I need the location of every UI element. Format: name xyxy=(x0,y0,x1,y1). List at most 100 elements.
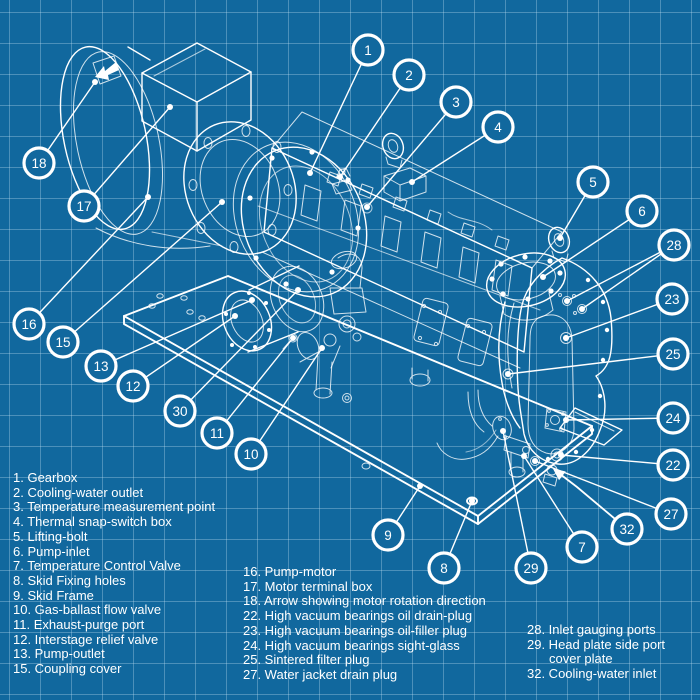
callout-16: 16 xyxy=(12,194,151,341)
callout-circle xyxy=(514,551,548,585)
callout-circle xyxy=(656,401,690,435)
callout-3: 3 xyxy=(364,85,473,210)
callout-7: 7 xyxy=(521,453,599,564)
callout-number: 11 xyxy=(210,426,224,441)
legend-item-12: 12. Interstage relief valve xyxy=(13,631,159,647)
callout-28: 28 xyxy=(564,228,691,312)
leader-dot xyxy=(409,179,415,185)
callout-9: 9 xyxy=(371,483,423,552)
callout-15: 15 xyxy=(46,199,225,359)
legend-item-11: 11. Exhaust-purge port xyxy=(13,617,145,633)
callout-circle xyxy=(116,369,150,403)
lifting-bolt-right xyxy=(547,226,571,263)
legend-item-29: 29. Head plate side port cover plate xyxy=(527,636,666,667)
exhaust-valve-cluster xyxy=(282,250,367,369)
leader-dot xyxy=(500,428,506,434)
leader-dot xyxy=(337,174,343,180)
callout-circle xyxy=(656,337,690,371)
under-body-supports xyxy=(313,355,493,433)
legend-item-25: 25. Sintered filter plug xyxy=(243,652,370,668)
lifting-bolt-left xyxy=(381,132,405,169)
callout-circle xyxy=(565,530,599,564)
inlet-gauging-ports xyxy=(558,293,587,315)
leader-dot xyxy=(249,297,255,303)
callout-circle xyxy=(351,33,385,67)
legend-item-9: 9. Skid Frame xyxy=(13,587,94,603)
callout-number: 15 xyxy=(55,335,70,350)
leader-dot xyxy=(167,104,173,110)
leader-dot xyxy=(290,335,296,341)
callout-circle xyxy=(439,85,473,119)
callout-number: 25 xyxy=(665,347,680,362)
callout-number: 4 xyxy=(494,120,502,135)
legend-item-16: 16. Pump-motor xyxy=(243,564,337,579)
arrowhead-icon xyxy=(552,468,566,481)
legend-item-3: 3. Temperature measurement point xyxy=(13,499,216,515)
callout-number: 27 xyxy=(663,507,678,522)
pump-outlet xyxy=(221,265,325,353)
callout-number: 22 xyxy=(665,458,680,473)
callout-circle xyxy=(576,165,610,199)
legend-item-2: 2. Cooling-water outlet xyxy=(13,484,144,500)
callout-circle xyxy=(481,110,515,144)
motor-terminal-box xyxy=(141,42,252,152)
leader-dot xyxy=(469,498,475,504)
thermal-snap-switch-box xyxy=(383,167,427,202)
callout-2: 2 xyxy=(337,58,426,180)
leader-dot xyxy=(295,287,301,293)
legend-item-1: 1. Gearbox xyxy=(13,470,78,485)
callout-circle xyxy=(371,518,405,552)
callout-13: 13 xyxy=(84,297,255,383)
legend-item-24: 24. High vacuum bearings sight-glass xyxy=(243,637,460,653)
legend-item-18: 18. Arrow showing motor rotation directi… xyxy=(243,593,486,609)
callout-number: 17 xyxy=(76,199,91,214)
legend-item-23: 23. High vacuum bearings oil-filler plug xyxy=(243,622,468,638)
leader-dot xyxy=(319,345,325,351)
leader-dot xyxy=(232,313,238,319)
leader-dot xyxy=(505,371,511,377)
callout-number: 28 xyxy=(666,238,681,253)
callout-number: 30 xyxy=(172,404,187,419)
callout-10: 10 xyxy=(234,345,325,471)
legend-item-28: 28. Inlet gauging ports xyxy=(527,622,656,637)
callout-circle xyxy=(655,282,689,316)
callout-12: 12 xyxy=(116,313,238,403)
callout-number: 13 xyxy=(93,359,108,374)
pump-body xyxy=(257,111,563,369)
motor-rotation-arrow xyxy=(92,55,122,85)
legend-item-6: 6. Pump-inlet xyxy=(13,543,90,559)
head-plate xyxy=(492,257,623,465)
callout-number: 16 xyxy=(21,317,36,332)
pump-line-art xyxy=(59,42,623,525)
callout-25: 25 xyxy=(505,337,690,377)
callout-circle xyxy=(654,497,688,531)
callout-circle xyxy=(657,228,691,262)
leader-dot xyxy=(417,483,423,489)
callout-circle xyxy=(392,58,426,92)
callout-29: 29 xyxy=(500,428,548,585)
callout-circle xyxy=(610,512,644,546)
callout-circle xyxy=(200,416,234,450)
callout-number: 24 xyxy=(665,411,681,426)
legend-item-10: 10. Gas-ballast flow valve xyxy=(13,602,162,618)
legend-item-32: 32. Cooling-water inlet xyxy=(527,666,657,682)
callout-number: 8 xyxy=(440,561,448,576)
legend-item-22: 22. High vacuum bearings oil drain-plug xyxy=(243,608,473,624)
legend-item-4: 4. Thermal snap-switch box xyxy=(13,514,172,530)
callout-number: 10 xyxy=(243,447,258,462)
callout-number: 3 xyxy=(452,95,460,110)
leader-dot xyxy=(558,452,564,458)
callout-6: 6 xyxy=(540,194,659,280)
legend-item-13: 13. Pump-outlet xyxy=(13,646,105,662)
callout-number: 6 xyxy=(638,204,646,219)
leader-dot xyxy=(563,417,569,423)
legend-item-5: 5. Lifting-bolt xyxy=(13,528,88,544)
callout-11: 11 xyxy=(200,335,296,450)
callout-circle xyxy=(67,189,101,223)
callout-30: 30 xyxy=(163,287,301,428)
skid-bolt xyxy=(342,393,352,403)
callout-number: 12 xyxy=(125,379,140,394)
